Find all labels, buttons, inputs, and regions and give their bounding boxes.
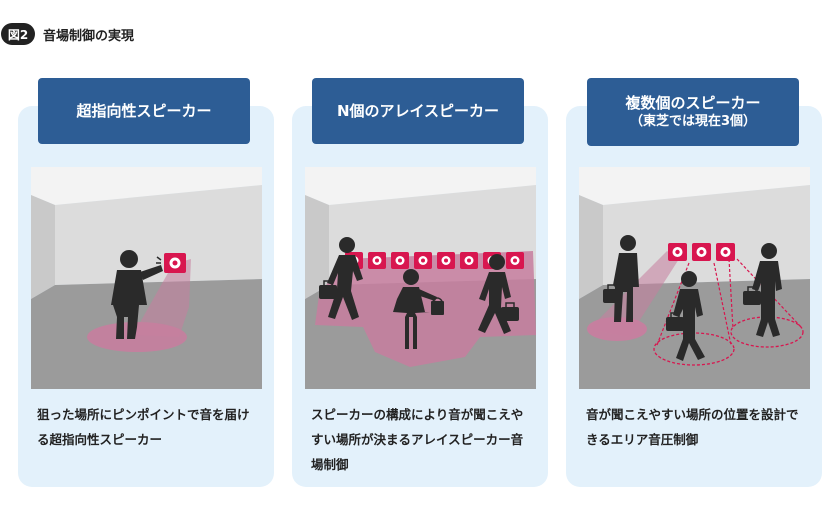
- figure-header: 図2 音場制御の実現: [0, 22, 134, 46]
- handbag-icon: [431, 297, 444, 315]
- panel-1-header: 超指向性スピーカー: [38, 78, 250, 144]
- speaker-icon: [368, 252, 386, 269]
- figure-badge: 図2: [1, 23, 35, 45]
- person-icon: [673, 271, 705, 361]
- panel-2-title: N個のアレイスピーカー: [336, 102, 500, 120]
- figure-title: 音場制御の実現: [43, 28, 135, 44]
- panel-2-description: スピーカーの構成により音が聞こえやすい場所が決まるアレイスピーカー音場制御: [311, 407, 524, 472]
- panel-2-header: N個のアレイスピーカー: [312, 78, 524, 144]
- speaker-icon: [506, 252, 524, 269]
- panel-3-description: 音が聞こえやすい場所の位置を設計できるエリア音圧制御: [586, 407, 799, 447]
- speaker-icon: [460, 252, 478, 269]
- speaker-icon: [716, 243, 735, 261]
- person-icon: [613, 235, 639, 322]
- sound-beam: [133, 259, 191, 337]
- person-icon: [327, 237, 363, 320]
- person-icon: [752, 243, 782, 337]
- scene-multi-speaker: [579, 167, 810, 389]
- speaker-icon: [414, 252, 432, 269]
- person-icon: [393, 269, 437, 349]
- briefcase-icon: [501, 302, 519, 321]
- panel-3-header: 複数個のスピーカー （東芝では現在3個）: [587, 78, 799, 146]
- sound-zone: [87, 322, 187, 352]
- panel-3-subtitle: （東芝では現在3個）: [629, 114, 757, 129]
- briefcase-icon: [603, 284, 621, 303]
- speaker-icon: [692, 243, 711, 261]
- sound-zone: [315, 251, 536, 367]
- speaker-icon: [164, 253, 186, 273]
- speaker-icon: [437, 252, 455, 269]
- speaker-icon: [391, 252, 409, 269]
- panel-1-description: 狙った場所にピンポイントで音を届ける超指向性スピーカー: [37, 407, 250, 447]
- scene-super-directional: [31, 167, 262, 389]
- briefcase-icon: [743, 286, 761, 305]
- panel-1-title: 超指向性スピーカー: [76, 102, 212, 120]
- sound-zone: [587, 317, 647, 341]
- speaker-icon: [668, 243, 687, 261]
- scene-array-speaker: [305, 167, 536, 389]
- briefcase-icon: [319, 280, 337, 299]
- panel-3-title: 複数個のスピーカー: [625, 94, 761, 112]
- person-icon: [111, 250, 163, 339]
- briefcase-icon: [666, 312, 684, 331]
